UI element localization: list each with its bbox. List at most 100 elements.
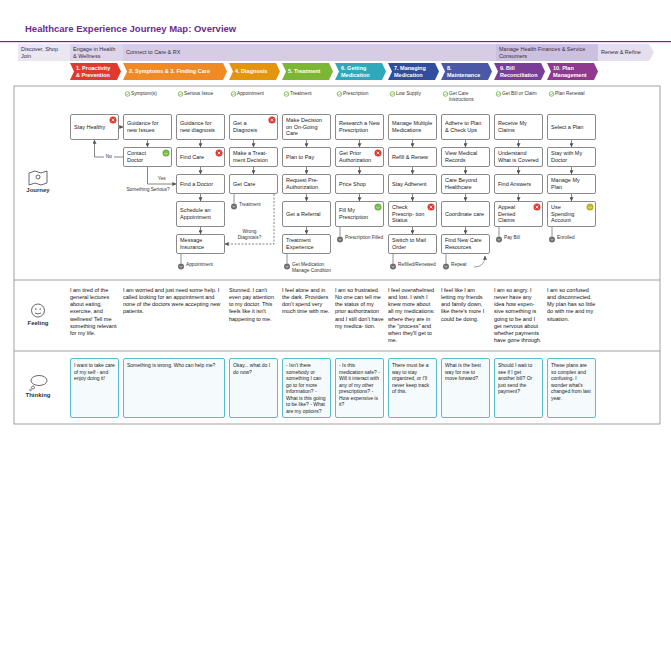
icon-disc [110,117,117,124]
end-icon [549,237,555,243]
icon-disc [269,117,276,124]
phase-header: 5. Treatment [282,63,333,80]
thinking-box: - Is this medication safe? - Will it int… [335,358,384,418]
node-text: Plan to Pay [286,154,327,161]
node-text: Message Insurance [180,237,221,250]
node-text: 5. Treatment [288,68,327,74]
feeling-text: I feel overwhelmed and lost. I wish I kn… [388,287,437,344]
node-text: These plans are so complex and confusing… [551,362,592,401]
connector [200,140,201,147]
node-text: View Medical Records [445,150,486,163]
stage-band: Discover, Shop Join [18,44,70,61]
journey-step: Guidance for new Issues [123,114,172,140]
phase-header: 2. Symptoms & 3. Finding Care [123,63,227,80]
end-line [181,254,182,264]
stage-band: Manage Health Finances & Service Consume… [496,44,598,61]
milestone-label: Treatment [290,91,331,97]
stage-band: Engage in Health & Wellness [70,44,123,61]
icon-cross [377,152,380,155]
milestone-label: Appointment [237,91,278,97]
node-text: 2. Symptoms & 3. Finding Care [129,68,221,74]
journey-step: Find New Care Resources [441,234,490,254]
end-arrow [445,266,448,268]
icon-disc [163,150,170,157]
milestone-check [497,93,499,95]
end-state-label: Prescription Filled [345,235,384,241]
journey-step: Schedule an Appointment [176,201,225,227]
connector [253,167,254,174]
journey-step: Appeal Denied Claims [494,201,543,227]
journey-step: Find a Doctor [176,174,225,194]
thinking-box: Something is wrong. Who can help me? [123,358,225,418]
milestone-check [126,93,128,95]
end-icon [390,264,396,270]
journey-step: Get a Referral [282,201,331,227]
milestone-check [338,93,340,95]
connector [518,140,519,147]
section-rule [14,351,660,352]
end-line [552,227,553,237]
connector [253,140,254,147]
status-icon [586,203,594,211]
status-icon [374,149,382,157]
phase-header: 7. Managing Medication [388,63,439,80]
connector [200,194,201,201]
node-text: Schedule an Appointment [180,207,221,220]
icon-cross [536,206,539,209]
journey-step: Research a New Prescription [335,114,384,140]
journey-step: Stay Healthy [70,114,119,140]
node-text: Stay with My Doctor [551,150,592,163]
milestone-icon [390,92,395,97]
row-label: Journey [16,187,60,193]
connector [518,167,519,174]
node-text: There must be a way to stay organized, o… [392,362,433,395]
status-icon [374,203,382,211]
thinking-box: - Isn't there somebody or something I ca… [282,358,331,418]
node-text: 4. Diagnosis [235,68,274,74]
node-text: Use Spending Account [551,204,585,224]
end-state-label: Pay Bill [504,235,543,241]
journey-step: Stay with My Doctor [547,147,596,167]
icon-smile [164,153,167,155]
connector [465,227,466,234]
node-text: What is the best way for me to move forw… [445,362,486,382]
icon-cross [430,206,433,209]
journey-step: Understand What is Covered [494,147,543,167]
icon-eye [376,205,378,207]
journey-step: Coordinate care [441,201,490,227]
node-text: Make a Treat- ment Decision [233,150,274,163]
node-text: Guidance for new Issues [127,120,168,133]
connector [571,140,572,147]
journey-step: Get Care [229,174,278,194]
node-text: Switch to Mail Order [392,237,433,250]
feeling-text: I am tired of the general lectures about… [70,287,119,337]
connector [359,167,360,174]
journey-step: Make Decision on On-Going Care [282,114,331,140]
icon-cross [112,119,115,122]
node-text: Request Pre-Authorization [286,177,327,190]
connector [359,194,360,201]
milestone-icon [231,92,236,97]
node-text: Something is wrong. Who can help me? [127,362,221,369]
end-line [393,254,394,264]
node-text: Stay Healthy [74,124,108,131]
feeling-text: I am so frustrated. No one can tell me t… [335,287,384,330]
end-line [446,254,447,264]
thinking-box: There must be a way to stay organized, o… [388,358,437,418]
title-rule [0,41,671,42]
node-text: Make Decision on On-Going Care [286,117,327,137]
node-text: 8. Maintenance [447,65,486,78]
journey-step: Care Beyond Healthcare [441,174,490,194]
stage-band: Connect to Care & RX [123,44,496,61]
stage-band: Renew & Refine [598,44,654,61]
milestone-label: Symptom(s) [131,91,172,97]
end-arrow [180,266,183,268]
node-text: Receive My Claims [498,120,539,133]
end-state-label: Refilled/Renewed [398,262,437,268]
connector [571,194,572,201]
node-text: Price Shop [339,181,380,188]
edge-label: Yes [155,176,169,182]
connector [359,140,360,147]
node-text: Manage My Plan [551,177,592,190]
